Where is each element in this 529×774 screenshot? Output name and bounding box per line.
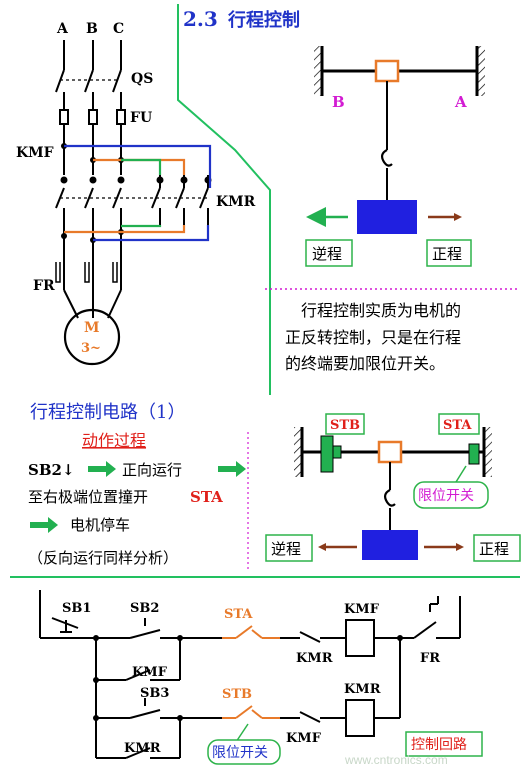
- phase-label-b: B: [86, 21, 98, 37]
- kmr-interlock-label: KMR: [296, 651, 333, 666]
- trolley-block: [374, 59, 400, 83]
- sta-label: STA: [443, 418, 472, 433]
- kmr-coil-label: KMR: [344, 682, 381, 697]
- sta-contact-label: STA: [224, 607, 253, 622]
- load-block: [362, 530, 418, 560]
- step2-text: 至右极端位置撞开: [28, 488, 148, 506]
- kmr-holding-label: KMR: [124, 741, 161, 756]
- forward-label-box: [426, 239, 472, 267]
- step2-sta: STA: [190, 488, 223, 506]
- motor-label: M: [84, 320, 100, 336]
- watermark: www.cntronics.com: [344, 753, 448, 767]
- phase-label-c: C: [113, 21, 124, 37]
- arrow-icon: [88, 461, 116, 477]
- motor-phase-label: 3~: [81, 341, 101, 356]
- trolley-block: [377, 440, 403, 464]
- kmf-holding-label: KMF: [132, 665, 168, 680]
- limit-switch-label: 限位开关: [212, 745, 268, 761]
- step1-result: 正向运行: [122, 461, 182, 479]
- explanation-line-3: 的终端要加限位开关。: [285, 354, 445, 373]
- kmr-label: KMR: [216, 194, 256, 210]
- load-block: [357, 200, 417, 234]
- step4-text: （反向运行同样分析）: [28, 549, 178, 567]
- fr-contact-label: FR: [420, 651, 440, 666]
- control-loop-label: 控制回路: [411, 737, 467, 753]
- sb1-label: SB1: [62, 601, 91, 616]
- section-number: 2.3: [183, 7, 218, 31]
- stb-contact-label: STB: [222, 687, 252, 702]
- step3-text: 电机停车: [70, 516, 130, 534]
- position-a-label: A: [454, 93, 467, 111]
- limit-switch-callout-text: 限位开关: [418, 488, 474, 504]
- limit-switch-callout: [207, 739, 281, 765]
- step1-button: SB2↓: [28, 461, 75, 479]
- section-title: 行程控制: [227, 9, 300, 31]
- arrow-icon: [30, 517, 58, 533]
- mid-forward-label: 正程: [479, 540, 509, 558]
- position-b-label: B: [332, 93, 345, 111]
- circuit-heading: 行程控制电路（1）: [30, 402, 185, 423]
- top-mechanism: B A 逆程 正程: [305, 46, 485, 267]
- reverse-label: 逆程: [312, 245, 342, 263]
- kmf-interlock-label: KMF: [286, 731, 322, 746]
- sb2-label: SB2: [130, 601, 159, 616]
- kmf-coil-label: KMF: [344, 602, 380, 617]
- limit-switch-callout: [413, 481, 489, 509]
- control-circuit: SB1 SB2 STA KMF KMR FR KMF SB3 STB KMR K…: [39, 590, 483, 765]
- fu-label: FU: [130, 110, 152, 126]
- frame-lines: [10, 4, 520, 578]
- sb3-label: SB3: [140, 686, 169, 701]
- arrow-icon: [218, 461, 246, 477]
- reverse-label-box: [305, 239, 353, 267]
- control-loop-box: [405, 731, 483, 757]
- power-circuit: A B C: [16, 21, 256, 366]
- phase-label-a: A: [56, 21, 69, 37]
- motor-symbol: [63, 308, 121, 366]
- kmf-label: KMF: [16, 145, 54, 161]
- explanation-line-2: 正反转控制，只是在行程: [285, 328, 461, 347]
- stb-label: STB: [330, 418, 360, 433]
- mid-mechanism: STB STA 限位开关 逆程 正程: [265, 413, 521, 562]
- explanation-line-1: 行程控制实质为电机的: [301, 301, 461, 320]
- qs-label: QS: [131, 71, 153, 87]
- mid-reverse-label: 逆程: [271, 540, 301, 558]
- forward-label: 正程: [432, 245, 462, 263]
- action-process-heading: 动作过程: [82, 431, 146, 450]
- fr-label: FR: [33, 278, 55, 294]
